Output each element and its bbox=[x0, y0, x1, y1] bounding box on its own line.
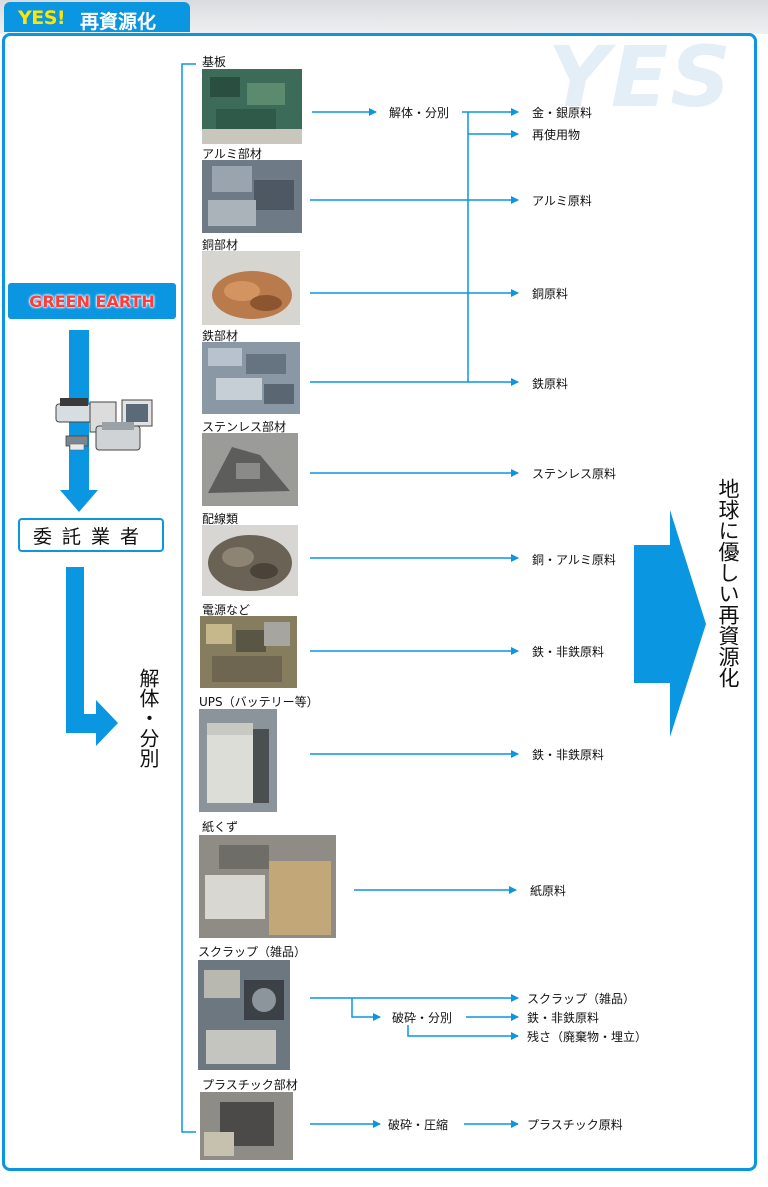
material-caption: プラスチック部材 bbox=[202, 1076, 298, 1093]
material-photo bbox=[202, 525, 298, 596]
material-photo bbox=[200, 616, 297, 688]
output-iron: 鉄原料 bbox=[532, 375, 568, 392]
branch-lines bbox=[310, 112, 518, 1124]
material-caption: 紙くず bbox=[202, 818, 238, 835]
flow-arrow-down-head bbox=[60, 490, 98, 512]
arrow-residue bbox=[408, 1025, 518, 1036]
output-paper: 紙原料 bbox=[530, 882, 566, 899]
output-plastic: プラスチック原料 bbox=[527, 1116, 623, 1133]
material-photo bbox=[199, 835, 336, 938]
contractor-box: 委託業者 bbox=[18, 518, 164, 552]
output-iron-nonferrous: 鉄・非鉄原料 bbox=[527, 1009, 599, 1026]
material-photo bbox=[202, 433, 298, 506]
material-bracket bbox=[182, 64, 196, 1132]
material-photo bbox=[202, 342, 300, 414]
result-label: 地球に優しい再資源化 bbox=[713, 478, 743, 688]
step-label-crush-compress: 破砕・圧縮 bbox=[388, 1116, 448, 1133]
material-photo bbox=[202, 251, 300, 325]
process-label: 解体・分別 bbox=[134, 668, 163, 768]
step-label-kiban-sort: 解体・分別 bbox=[389, 104, 449, 121]
arrow-scrap-crush bbox=[352, 998, 380, 1017]
output-iron-nonferrous: 鉄・非鉄原料 bbox=[532, 643, 604, 660]
flow-arrow-right bbox=[66, 567, 118, 746]
output-copper-aluminum: 銅・アルミ原料 bbox=[532, 551, 616, 568]
material-photo bbox=[200, 1092, 293, 1160]
output-scrap-goods: スクラップ（雑品） bbox=[527, 990, 635, 1007]
material-photo bbox=[202, 160, 302, 233]
output-aluminum: アルミ原料 bbox=[532, 192, 592, 209]
output-stainless: ステンレス原料 bbox=[532, 465, 616, 482]
output-reuse: 再使用物 bbox=[532, 126, 580, 143]
green-earth-logo: GREEN EARTH bbox=[8, 283, 176, 319]
output-gold-silver: 金・銀原料 bbox=[532, 104, 592, 121]
big-result-arrow bbox=[634, 510, 706, 737]
output-iron-nonferrous: 鉄・非鉄原料 bbox=[532, 746, 604, 763]
material-caption: UPS（バッテリー等） bbox=[199, 693, 319, 710]
step-label-crush-sort: 破砕・分別 bbox=[392, 1009, 452, 1026]
material-caption: 基板 bbox=[202, 53, 226, 70]
material-caption: スクラップ（雑品） bbox=[198, 943, 306, 960]
output-copper: 銅原料 bbox=[532, 285, 568, 302]
material-photo bbox=[202, 69, 302, 144]
material-photo bbox=[198, 960, 290, 1070]
material-photo bbox=[199, 709, 277, 812]
output-residue: 残さ（廃棄物・埋立） bbox=[527, 1028, 647, 1045]
